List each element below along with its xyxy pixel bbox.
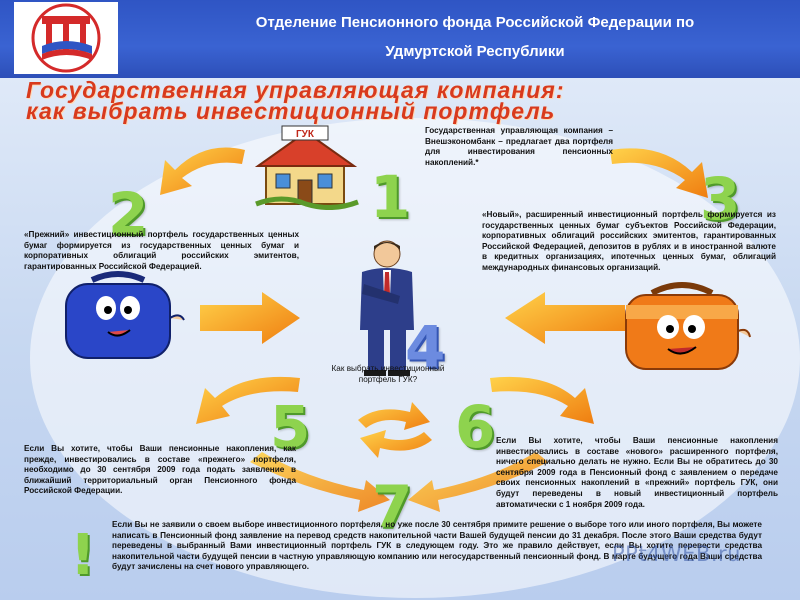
house-sign: ГУК bbox=[296, 129, 315, 140]
arrow-top-right-icon bbox=[610, 148, 708, 198]
guk-house-icon: ГУК bbox=[254, 125, 359, 210]
blue-briefcase-icon bbox=[65, 271, 185, 359]
title-line-1: Государственная управляющая компания: bbox=[26, 77, 565, 103]
step-number-1: 1 bbox=[370, 163, 411, 231]
header-title: Отделение Пенсионного фонда Российской Ф… bbox=[150, 8, 800, 66]
swap-arrow-bottom-icon bbox=[360, 430, 432, 458]
step-4-question: Как выбрать инвестиционный портфель ГУК? bbox=[298, 364, 478, 385]
step-number-7: 7 bbox=[372, 473, 413, 541]
orange-briefcase-icon bbox=[625, 282, 751, 370]
arrow-lower-right-icon bbox=[490, 376, 594, 424]
step-4-line-1: Как выбрать инвестиционный bbox=[331, 364, 445, 373]
arrow-bottom-left-icon bbox=[250, 452, 390, 512]
arrow-top-left-icon bbox=[160, 147, 245, 195]
arrow-right-middle-icon bbox=[505, 292, 625, 344]
step-5-text: Если Вы хотите, чтобы Ваши пенсионные на… bbox=[24, 444, 296, 496]
pension-fund-logo bbox=[14, 2, 118, 74]
step-3-text: «Новый», расширенный инвестиционный порт… bbox=[482, 210, 776, 272]
step-number-3: 3 bbox=[700, 165, 741, 233]
exclamation-glyph: ! bbox=[70, 523, 96, 588]
pfr-logo-icon bbox=[31, 3, 101, 73]
swap-arrow-top-icon bbox=[358, 402, 430, 430]
watermark: PPt4WEB.ru bbox=[612, 542, 741, 566]
arrow-lower-left-icon bbox=[196, 376, 300, 424]
step-1-text: Государственная управляющая компания – В… bbox=[425, 126, 613, 167]
header-line-2: Удмуртской Республики bbox=[385, 43, 565, 60]
step-number-4: 4 bbox=[405, 313, 446, 381]
step-6-text: Если Вы хотите, чтобы Ваши пенсионные на… bbox=[496, 436, 778, 509]
arrow-bottom-right-icon bbox=[408, 452, 548, 512]
step-7-text: Если Вы не заявили о своем выборе инвест… bbox=[112, 520, 762, 572]
step-number-6: 6 bbox=[455, 393, 496, 461]
infographic-title: Государственная управляющая компания: ка… bbox=[26, 77, 565, 124]
businessman-icon bbox=[360, 240, 414, 376]
arrow-left-middle-icon bbox=[200, 292, 300, 344]
step-4-line-2: портфель ГУК? bbox=[358, 374, 418, 384]
exclamation-mark: ! bbox=[70, 523, 96, 588]
header-line-1: Отделение Пенсионного фонда Российской Ф… bbox=[255, 14, 695, 31]
step-number-2: 2 bbox=[108, 180, 149, 248]
step-number-5: 5 bbox=[270, 393, 311, 461]
step-2-text: «Прежний» инвестиционный портфель госуда… bbox=[24, 230, 299, 271]
header-bar: Отделение Пенсионного фонда Российской Ф… bbox=[0, 0, 800, 78]
title-line-2: как выбрать инвестиционный портфель bbox=[26, 98, 556, 124]
